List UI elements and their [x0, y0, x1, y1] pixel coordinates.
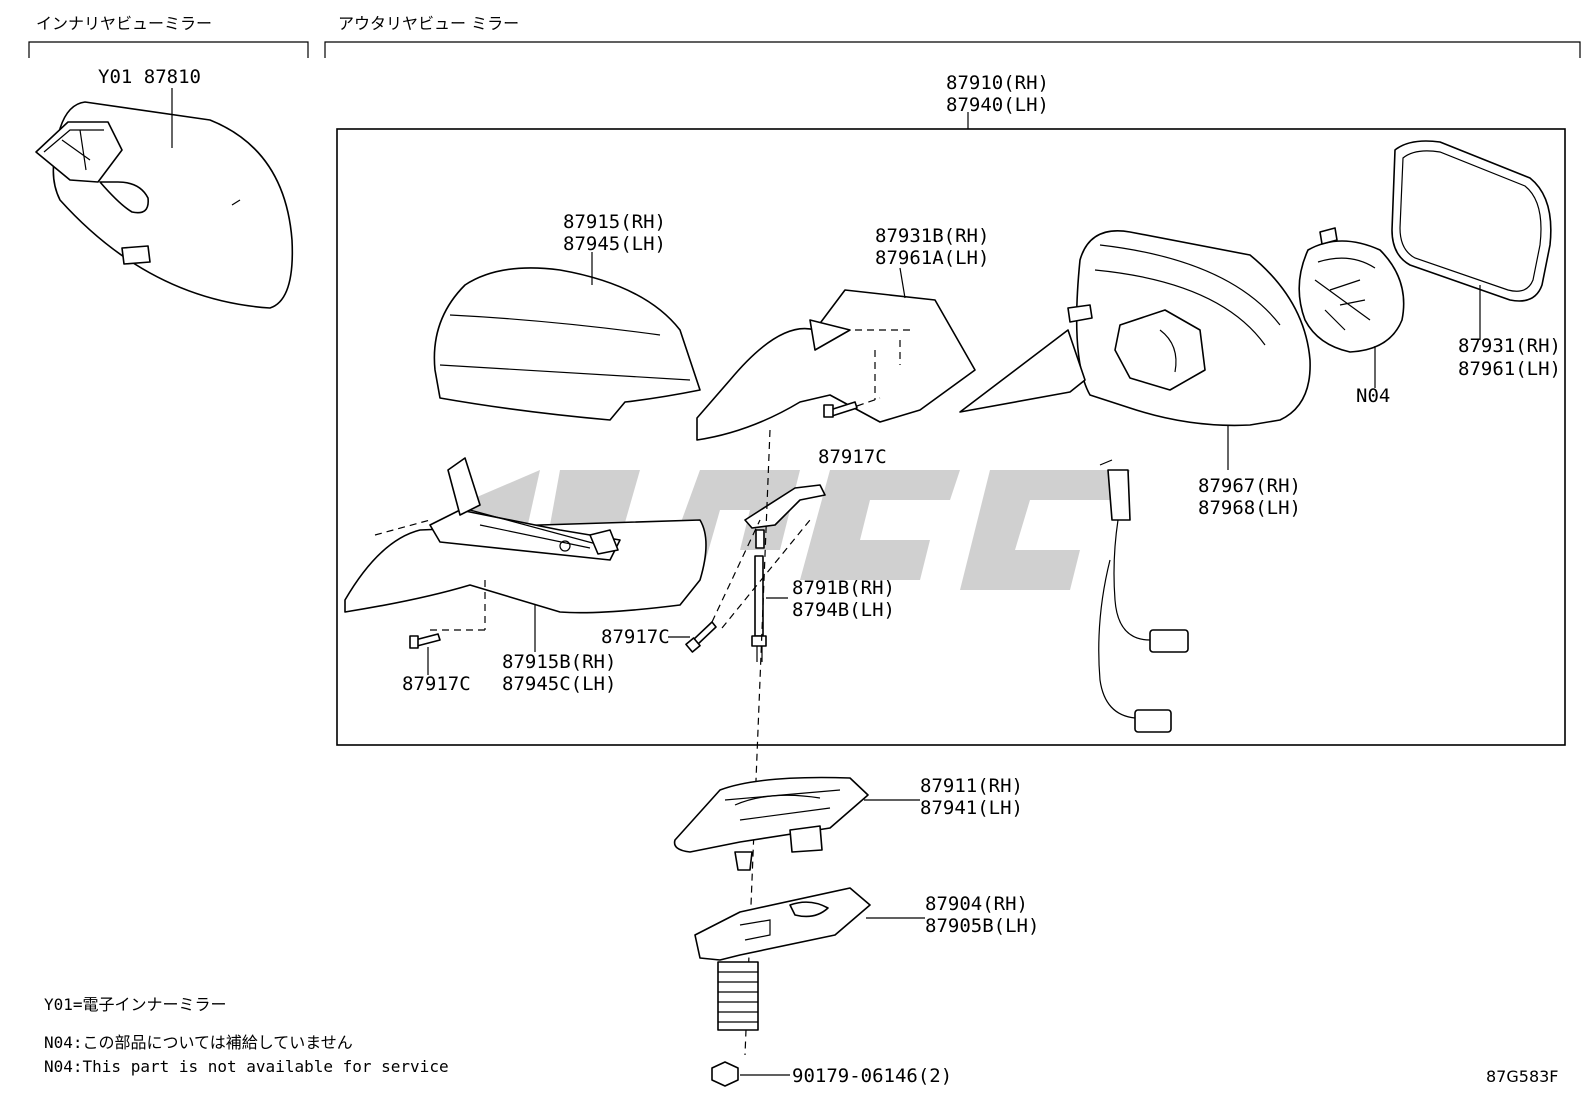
label-rod-rh: 8791B(RH): [792, 577, 895, 599]
outer-assembly-box: [336, 128, 1566, 746]
label-inner-mirror: Y01 87810: [98, 66, 201, 88]
label-cover-rh: 87915(RH): [563, 211, 666, 233]
label-outer-assy-lh: 87940(LH): [946, 94, 1049, 116]
label-bracket-lh: 87905B(LH): [925, 915, 1039, 937]
note-n04-jp: N04:この部品については補給していません: [44, 1033, 353, 1052]
actuator-drawing: [1298, 227, 1405, 353]
dash-screw-frame: [856, 397, 881, 407]
label-rod-lh: 8794B(LH): [792, 599, 895, 621]
screw-icon: [685, 621, 717, 653]
bracket-drawing: [694, 887, 871, 1031]
label-glass-rh: 87931(RH): [1458, 335, 1561, 357]
label-screw-upper: 87917C: [818, 446, 887, 468]
label-frame-lh: 87961A(LH): [875, 247, 989, 269]
label-base-cover-lh: 87941(LH): [920, 797, 1023, 819]
screw-icon: [409, 633, 441, 649]
label-bracket-rh: 87904(RH): [925, 893, 1028, 915]
upper-cover-drawing: [433, 267, 701, 421]
rod-drawing: [744, 484, 826, 662]
note-n04-en: N04:This part is not available for servi…: [44, 1057, 449, 1076]
inner-mirror-drawing: [35, 101, 294, 309]
section-title-outer-mirror: アウタリヤビュー ミラー: [338, 14, 519, 33]
label-frame-rh: 87931B(RH): [875, 225, 989, 247]
connector-cable-drawing: [1098, 459, 1189, 733]
mirror-glass-drawing: [1391, 140, 1552, 302]
label-glass-lh: 87961(LH): [1458, 358, 1561, 380]
label-lower-cover-lh: 87945C(LH): [502, 673, 616, 695]
section-bracket-outer: [324, 41, 1581, 58]
label-nut: 90179-06146(2): [792, 1065, 952, 1087]
label-housing-lh: 87968(LH): [1198, 497, 1301, 519]
screw-icon: [823, 401, 858, 418]
mirror-frame-drawing: [696, 289, 976, 441]
label-housing-rh: 87967(RH): [1198, 475, 1301, 497]
base-cover-drawing: [673, 776, 869, 871]
label-cover-lh: 87945(LH): [563, 233, 666, 255]
label-outer-assy-rh: 87910(RH): [946, 72, 1049, 94]
label-lower-cover-rh: 87915B(RH): [502, 651, 616, 673]
label-actuator: N04: [1356, 385, 1390, 407]
label-screw-lower: 87917C: [402, 673, 471, 695]
leader-frame: [899, 267, 906, 299]
dash-screw-mid: [711, 519, 811, 629]
diagram-code: 87G583F: [1486, 1067, 1559, 1086]
section-bracket-inner: [28, 41, 309, 58]
section-title-inner-mirror: インナリヤビューミラー: [36, 14, 212, 33]
nut-icon: [711, 1061, 739, 1087]
note-y01: Y01=電子インナーミラー: [44, 995, 227, 1014]
mirror-housing-drawing: [959, 230, 1311, 427]
lower-cover-drawing: [344, 457, 707, 631]
label-base-cover-rh: 87911(RH): [920, 775, 1023, 797]
label-screw-mid: 87917C: [601, 626, 670, 648]
